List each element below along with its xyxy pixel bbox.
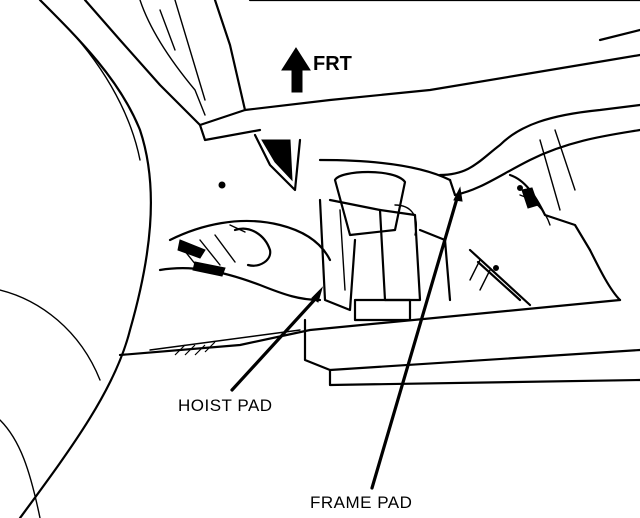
body-panel [83,0,640,142]
frame-pad-label: FRAME PAD [310,493,413,512]
hoist-pad-assembly [318,170,452,322]
hardware-dots [493,185,523,271]
hoist-pad-leader-head [311,286,324,303]
frame-rail [318,103,640,211]
hoist-pad-label: HOIST PAD [178,396,273,415]
hoist-pad-leader [230,294,320,392]
front-direction-label: FRT [313,53,352,75]
frame-pad-leader [370,193,460,490]
rocker-panel [118,298,640,387]
front-arrow-icon [281,47,311,93]
frame-pad-leader-head [453,186,463,202]
lower-control-arm [158,219,332,302]
sill-bracket [218,133,302,192]
wheel-well [0,0,152,518]
suspension-link [468,173,622,307]
